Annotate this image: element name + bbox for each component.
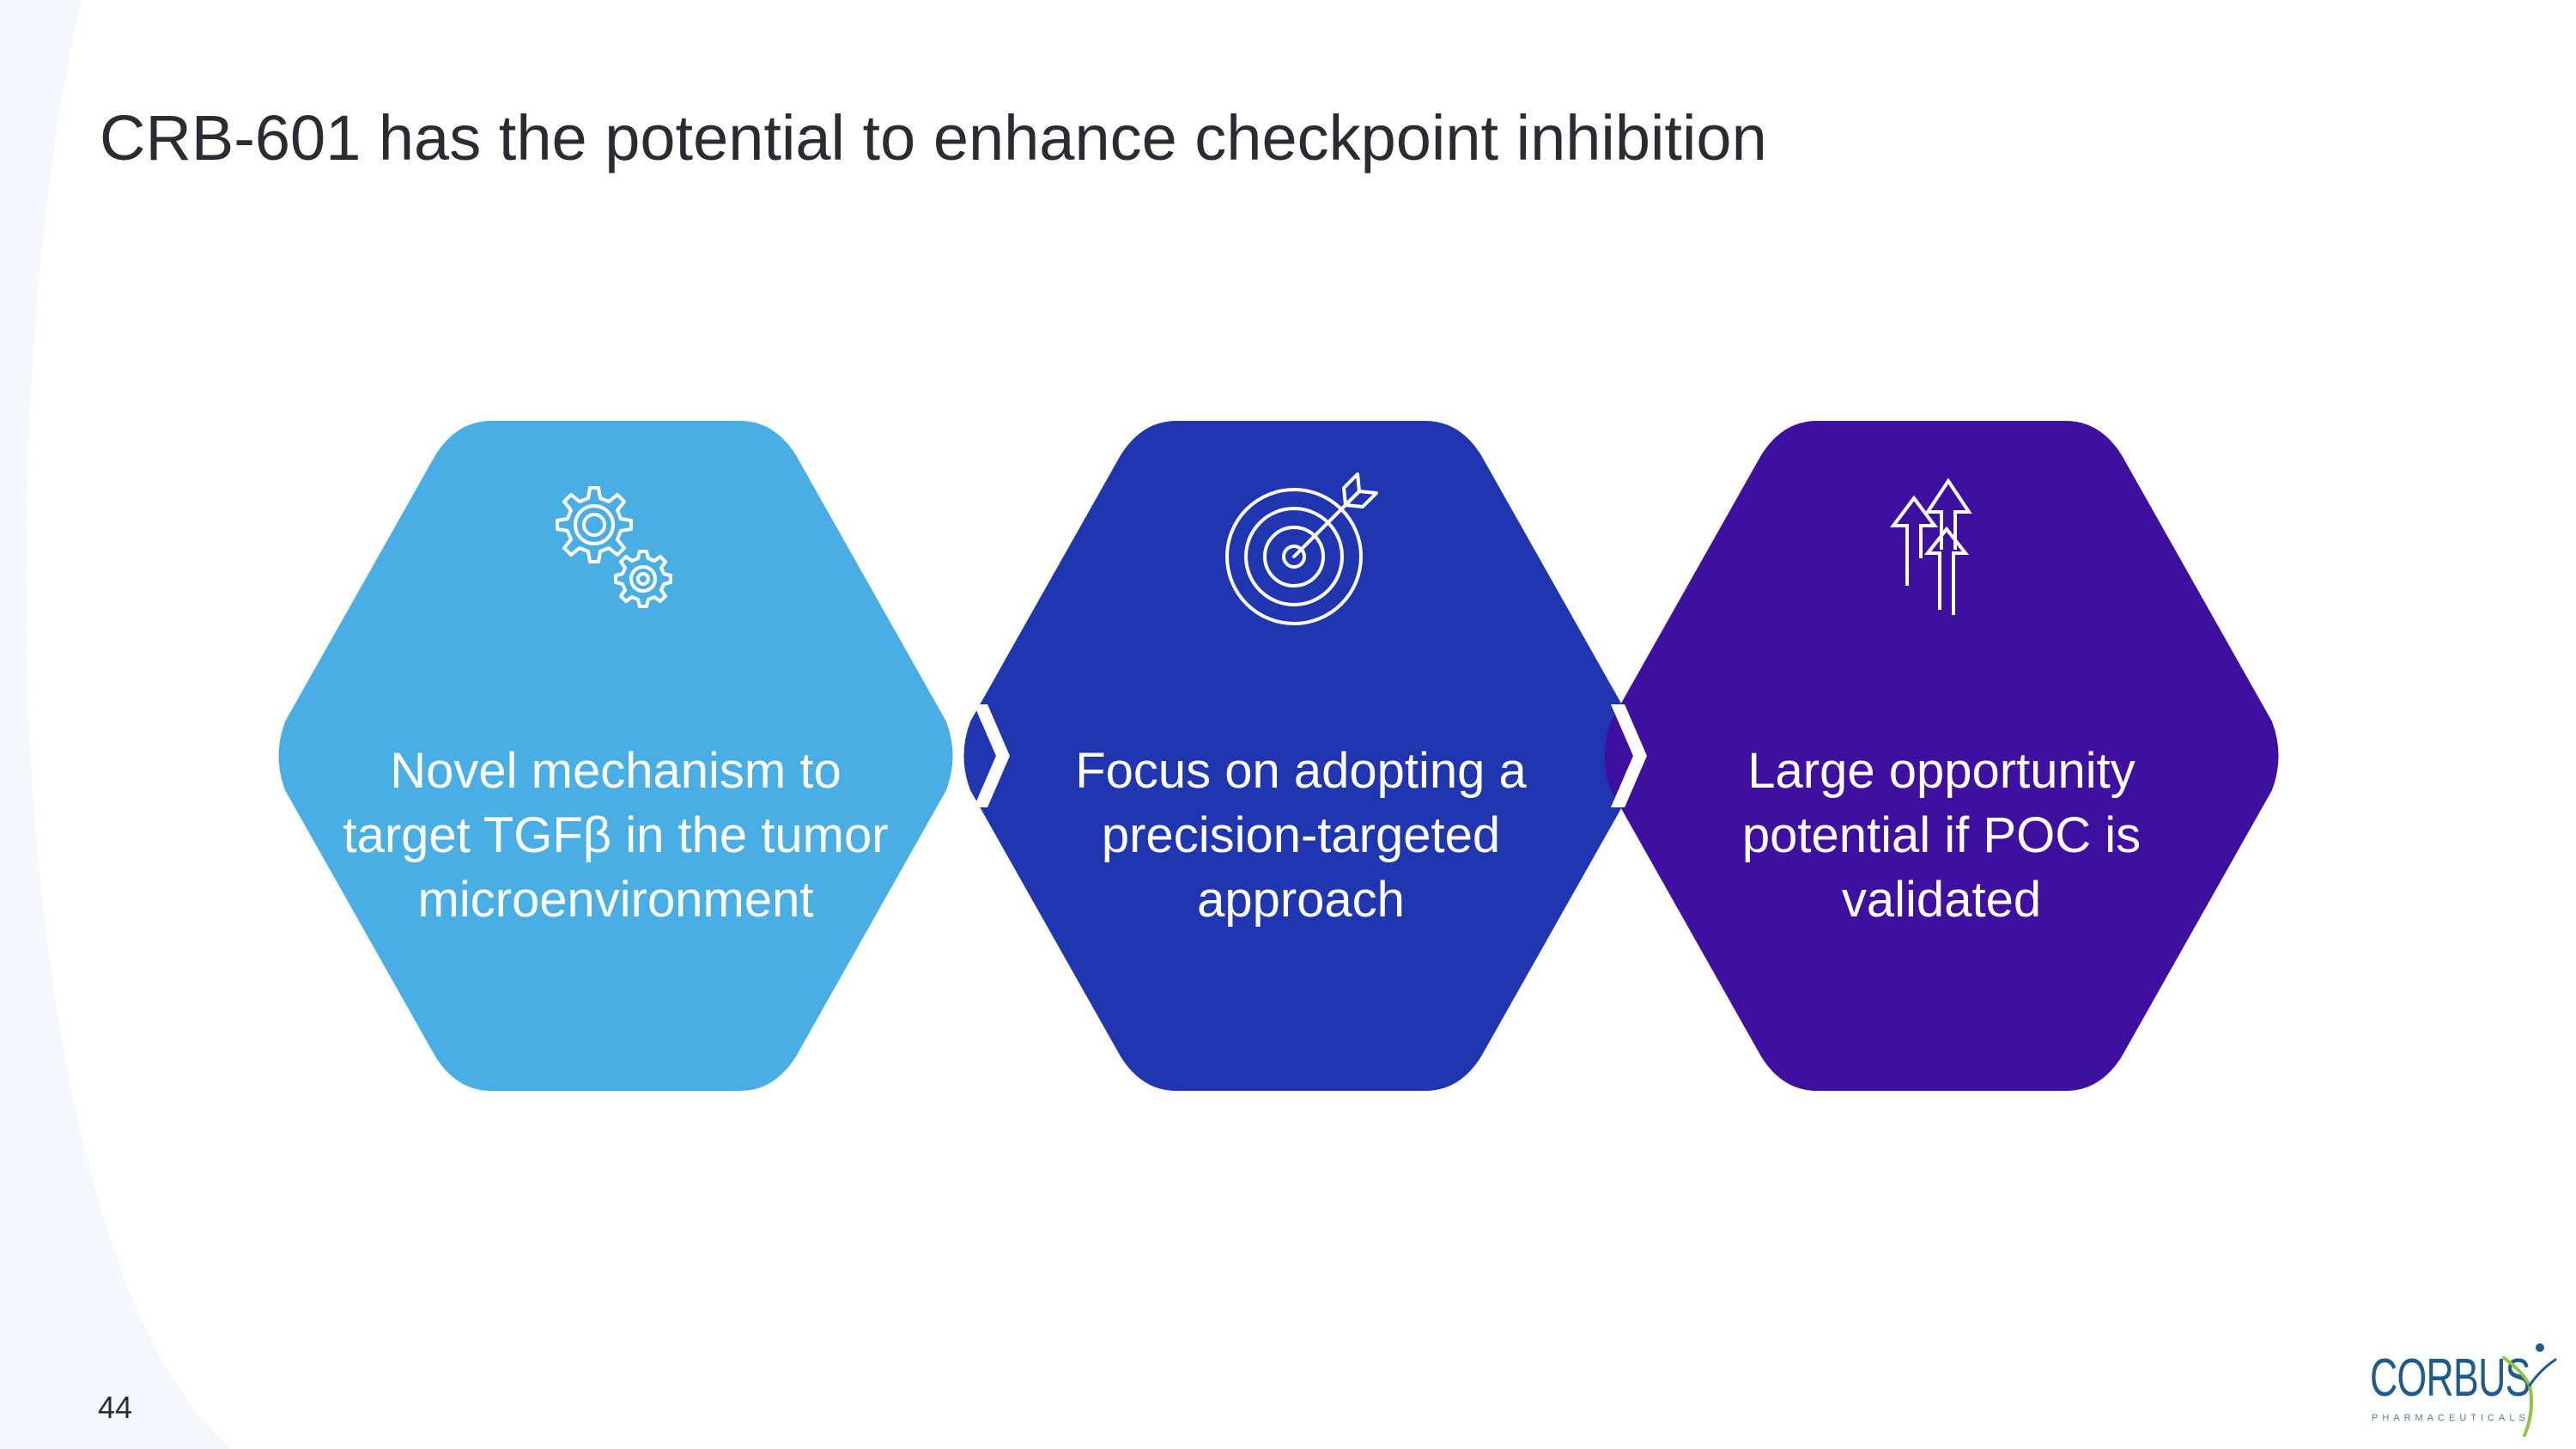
arrows-up-icon [1890,478,1972,615]
step-text-line: Large opportunity [1747,743,2136,799]
step-text: Focus on adopting a precision-targeted a… [1013,739,1589,932]
step-card-mechanism: Novel mechanism to target TGFβ in the tu… [276,421,955,1091]
logo-tagline: PHARMACEUTICALS [2372,1413,2530,1423]
step-text: Large opportunity potential if POC is va… [1654,739,2229,932]
chevron-right-icon [1611,704,1647,807]
step-text-line: potential if POC is [1741,807,2142,863]
page-number: 44 [98,1390,133,1425]
slide-title: CRB-601 has the potential to enhance che… [100,102,1767,174]
chevron-right-icon [974,704,1010,807]
corbus-logo: CORBUS PHARMACEUTICALS [2370,1336,2559,1439]
gears-icon [556,486,672,608]
step-card-precision: Focus on adopting a precision-targeted a… [962,421,1640,1091]
step-text-line: Focus on adopting a [1075,743,1527,799]
hexagon-shape [278,421,953,1091]
step-text-line: validated [1841,872,2042,928]
step-text-line: Novel mechanism to [390,743,841,799]
target-icon [1225,472,1378,625]
hexagon-shape [963,421,1638,1091]
step-text-line: microenvironment [417,872,814,928]
logo-figure-icon [2502,1343,2557,1437]
step-card-opportunity: Large opportunity potential if POC is va… [1602,421,2281,1091]
step-text-line: precision-targeted [1101,807,1501,863]
hexagon-shape [1604,421,2279,1091]
step-text-line: approach [1197,872,1405,928]
step-text: Novel mechanism to target TGFβ in the tu… [328,739,903,932]
step-text-line: target TGFβ in the tumor [343,807,889,863]
background-accent [0,0,232,1449]
